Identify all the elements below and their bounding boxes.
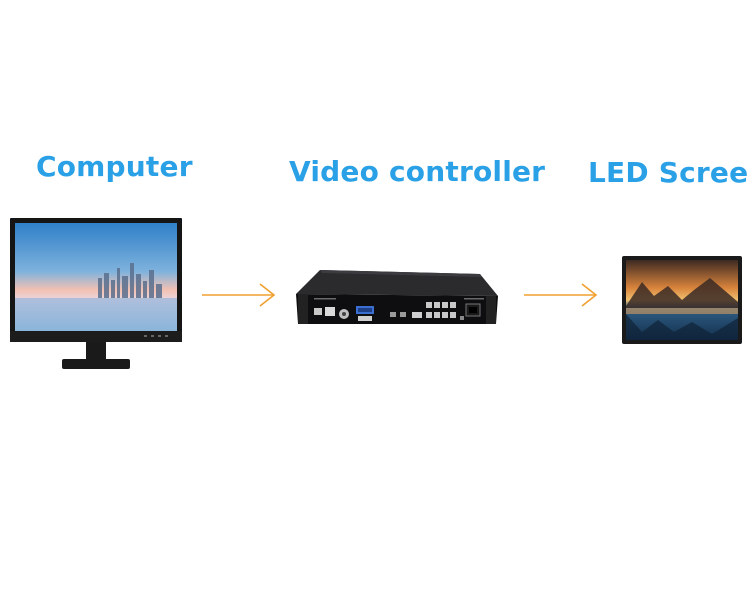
video-controller-label: Video controller xyxy=(289,155,546,188)
video-controller-device-icon xyxy=(296,270,498,324)
arrow-right-icon xyxy=(202,283,276,307)
arrow-right-icon xyxy=(524,283,598,307)
led-screen-icon xyxy=(622,256,742,344)
led-screen-label: LED Screen xyxy=(588,156,750,189)
computer-monitor-icon xyxy=(10,218,182,369)
computer-label: Computer xyxy=(36,150,193,183)
